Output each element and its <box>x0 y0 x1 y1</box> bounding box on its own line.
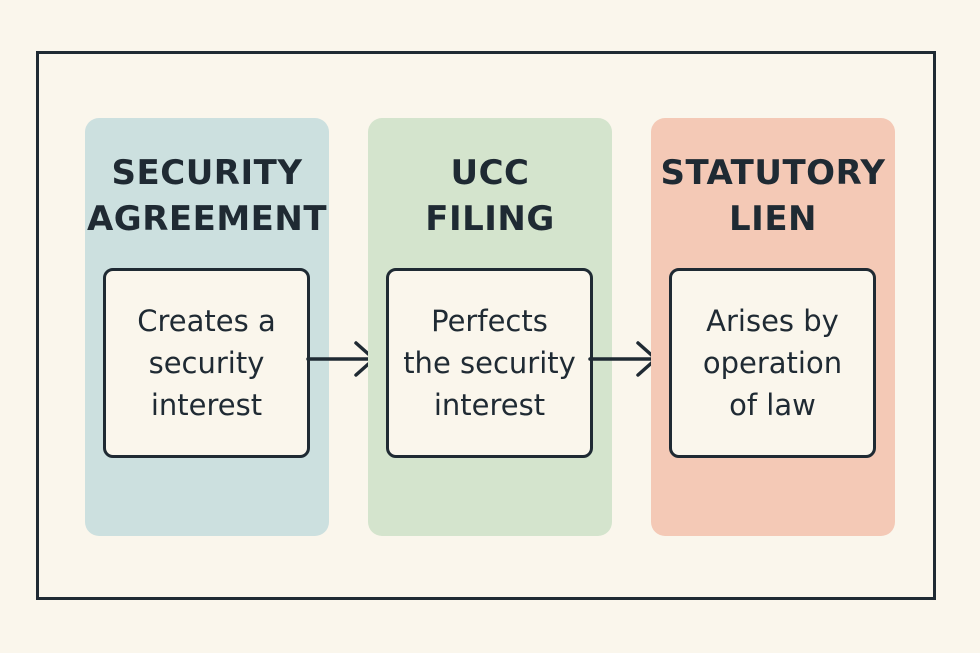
ucc-filing-title: UCC FILING <box>425 153 555 239</box>
statutory-lien-title: STATUTORY LIEN <box>660 153 886 239</box>
security-agreement-card: Creates a security interest <box>103 268 310 458</box>
ucc-filing-card: Perfects the security interest <box>386 268 593 458</box>
statutory-lien-card: Arises by operation of law <box>669 268 876 458</box>
ucc-filing-description: Perfects the security interest <box>403 304 576 422</box>
statutory-lien-description: Arises by operation of law <box>702 304 843 422</box>
diagram-frame <box>36 51 936 600</box>
security-agreement-title: SECURITY AGREEMENT <box>86 153 328 239</box>
security-agreement-description: Creates a security interest <box>137 304 276 422</box>
